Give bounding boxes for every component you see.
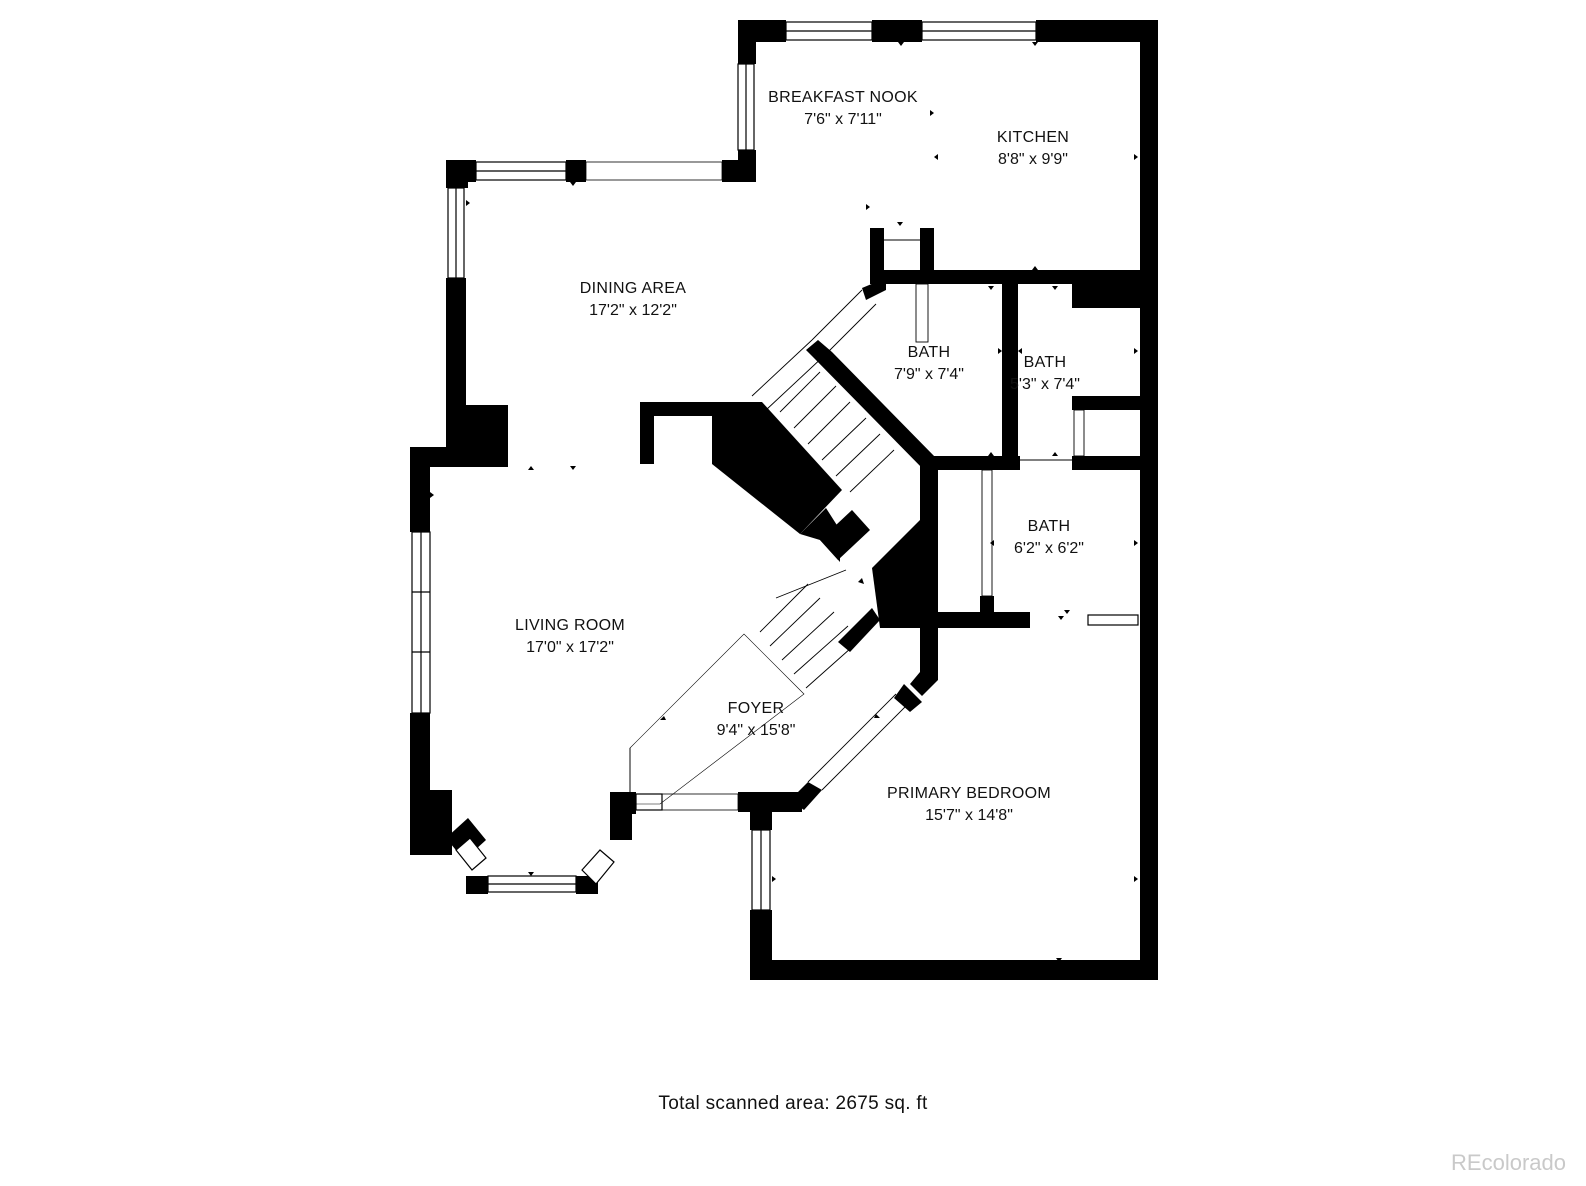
room-name: BATH [1023, 354, 1067, 371]
room-name: BREAKFAST NOOK [768, 89, 918, 106]
room-dimensions: 17'2" x 12'2" [589, 302, 677, 319]
room-label-primary-bedroom: PRIMARY BEDROOM 15'7" x 14'8" [887, 783, 1051, 827]
room-label-kitchen: KITCHEN 8'8" x 9'9" [997, 127, 1069, 171]
room-name: DINING AREA [579, 280, 687, 297]
room-label-dining-area: DINING AREA 17'2" x 12'2" [580, 278, 686, 322]
measurement-ticks [430, 42, 1138, 962]
room-dimensions: 8'8" x 9'9" [998, 151, 1068, 168]
room-label-bath-3: BATH 6'2" x 6'2" [1014, 516, 1084, 560]
room-label-bath-1: BATH 7'9" x 7'4" [894, 342, 964, 386]
room-name: BATH [907, 344, 951, 361]
room-name: PRIMARY BEDROOM [887, 785, 1051, 802]
room-name: LIVING ROOM [515, 617, 625, 634]
room-dimensions: 5'3" x 7'4" [1010, 376, 1080, 393]
room-dimensions: 7'6" x 7'11" [804, 111, 882, 128]
room-label-foyer: FOYER 9'4" x 15'8" [717, 698, 796, 742]
total-scanned-area: Total scanned area: 2675 sq. ft [658, 1093, 928, 1114]
interior-walls [640, 228, 1140, 712]
room-dimensions: 7'9" x 7'4" [894, 366, 964, 383]
room-label-bath-2: BATH 5'3" x 7'4" [1010, 352, 1080, 396]
room-name: BATH [1027, 518, 1071, 535]
watermark-logo: REcolorado [1451, 1150, 1566, 1175]
room-dimensions: 17'0" x 17'2" [526, 639, 614, 656]
thin-lines [629, 239, 1085, 805]
room-dimensions: 9'4" x 15'8" [716, 722, 796, 739]
room-label-living-room: LIVING ROOM 17'0" x 17'2" [515, 615, 625, 659]
room-dimensions: 15'7" x 14'8" [925, 807, 1013, 824]
room-name: KITCHEN [996, 129, 1070, 146]
room-dimensions: 6'2" x 6'2" [1014, 540, 1084, 557]
exterior-walls [410, 20, 1158, 980]
room-label-breakfast-nook: BREAKFAST NOOK 7'6" x 7'11" [768, 87, 918, 131]
room-name: FOYER [727, 700, 785, 717]
windows [411, 21, 1139, 911]
